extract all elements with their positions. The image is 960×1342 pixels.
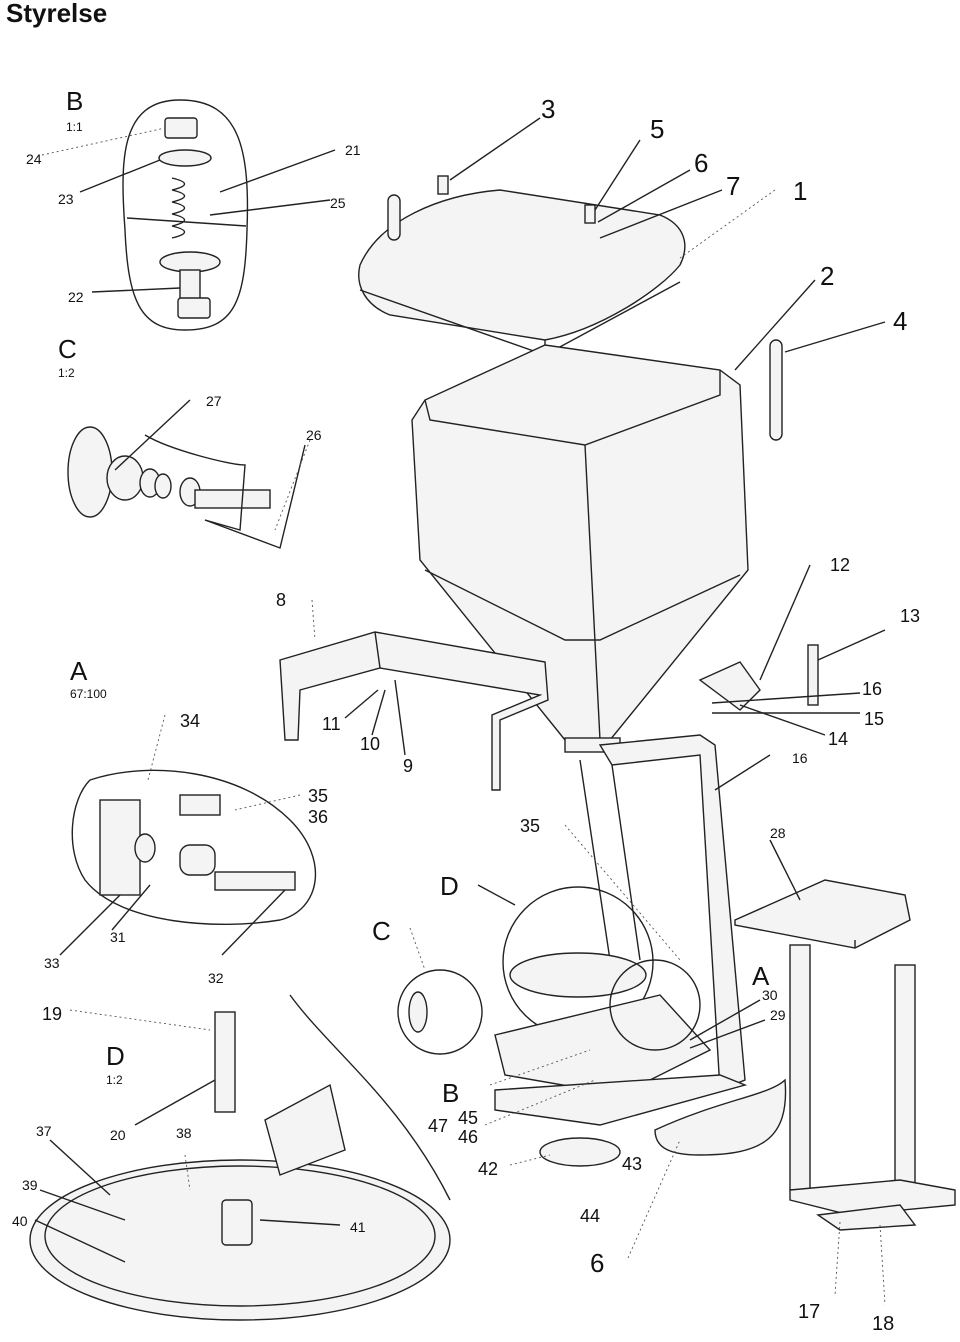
part-8: 8 [276,590,286,610]
part-4: 4 [893,306,907,336]
part-5: 5 [650,114,664,144]
part-15: 15 [864,709,884,729]
view-d-scale: 1:2 [106,1073,123,1087]
part-6-bottom: 6 [590,1248,604,1278]
view-b-scale: 1:1 [66,120,83,134]
part-36: 36 [308,807,328,827]
part-24: 24 [26,151,42,167]
part-21: 21 [345,142,361,158]
leader-lines [34,117,886,1306]
part-10: 10 [360,734,380,754]
view-a-letter: A [70,656,88,686]
part-43: 43 [622,1154,642,1174]
part-27: 27 [206,393,222,409]
part-16-bottom: 16 [792,750,808,766]
callout-letters: D C A B [372,871,770,1108]
page-title: Styrelse [6,0,108,28]
callout-b: B [442,1078,459,1108]
part-22: 22 [68,289,84,305]
part-29: 29 [770,1007,786,1023]
part-7: 7 [726,171,740,201]
part-32: 32 [208,970,224,986]
part-38: 38 [176,1125,192,1141]
part-13: 13 [900,606,920,626]
callout-c: C [372,916,391,946]
part-11: 11 [322,714,341,734]
part-45: 45 [458,1108,478,1128]
callout-d: D [440,871,459,901]
part-14: 14 [828,729,848,749]
part-18: 18 [872,1313,894,1335]
part-26: 26 [306,427,322,443]
detail-b-bubble [122,99,249,331]
callout-a: A [752,961,770,991]
part-16-top: 16 [862,679,882,699]
part-44: 44 [580,1206,600,1226]
part-9: 9 [403,756,413,776]
part-6-top: 6 [694,148,708,178]
part-33: 33 [44,955,60,971]
part-39: 39 [22,1177,38,1193]
part-3: 3 [541,94,555,124]
part-35-left: 35 [308,786,328,806]
platform-and-legs [734,879,956,1231]
view-c-scale: 1:2 [58,366,75,380]
spreader-assembly [397,886,787,1167]
part-numbers: 1 2 3 4 5 6 6 7 8 9 10 11 12 13 14 15 16… [12,94,920,1335]
view-b-letter: B [66,86,83,116]
part-37: 37 [36,1123,52,1139]
part-19: 19 [42,1004,62,1024]
part-41: 41 [350,1219,366,1235]
view-a-scale: 67:100 [70,687,107,701]
view-d-letter: D [106,1041,125,1071]
part-46: 46 [458,1127,478,1147]
detail-c-knob [67,426,306,549]
part-12: 12 [830,555,850,575]
part-42: 42 [478,1159,498,1179]
part-20: 20 [110,1127,126,1143]
part-35-right: 35 [520,816,540,836]
part-28: 28 [770,825,786,841]
mounting-bracket [279,631,549,791]
part-17: 17 [798,1301,820,1323]
part-23: 23 [58,191,74,207]
hopper-body [411,339,783,753]
part-25: 25 [330,195,346,211]
part-30: 30 [762,987,778,1003]
part-2: 2 [820,261,834,291]
part-1: 1 [793,176,807,206]
part-31: 31 [110,929,126,945]
view-c-letter: C [58,334,77,364]
detail-a-bubble [71,769,317,926]
view-labels: B 1:1 C 1:2 A 67:100 D 1:2 [58,86,125,1087]
hopper-lid [358,175,686,356]
part-40: 40 [12,1213,28,1229]
part-47: 47 [428,1116,448,1136]
part-34: 34 [180,711,200,731]
spreader-disc-detail [29,994,451,1321]
